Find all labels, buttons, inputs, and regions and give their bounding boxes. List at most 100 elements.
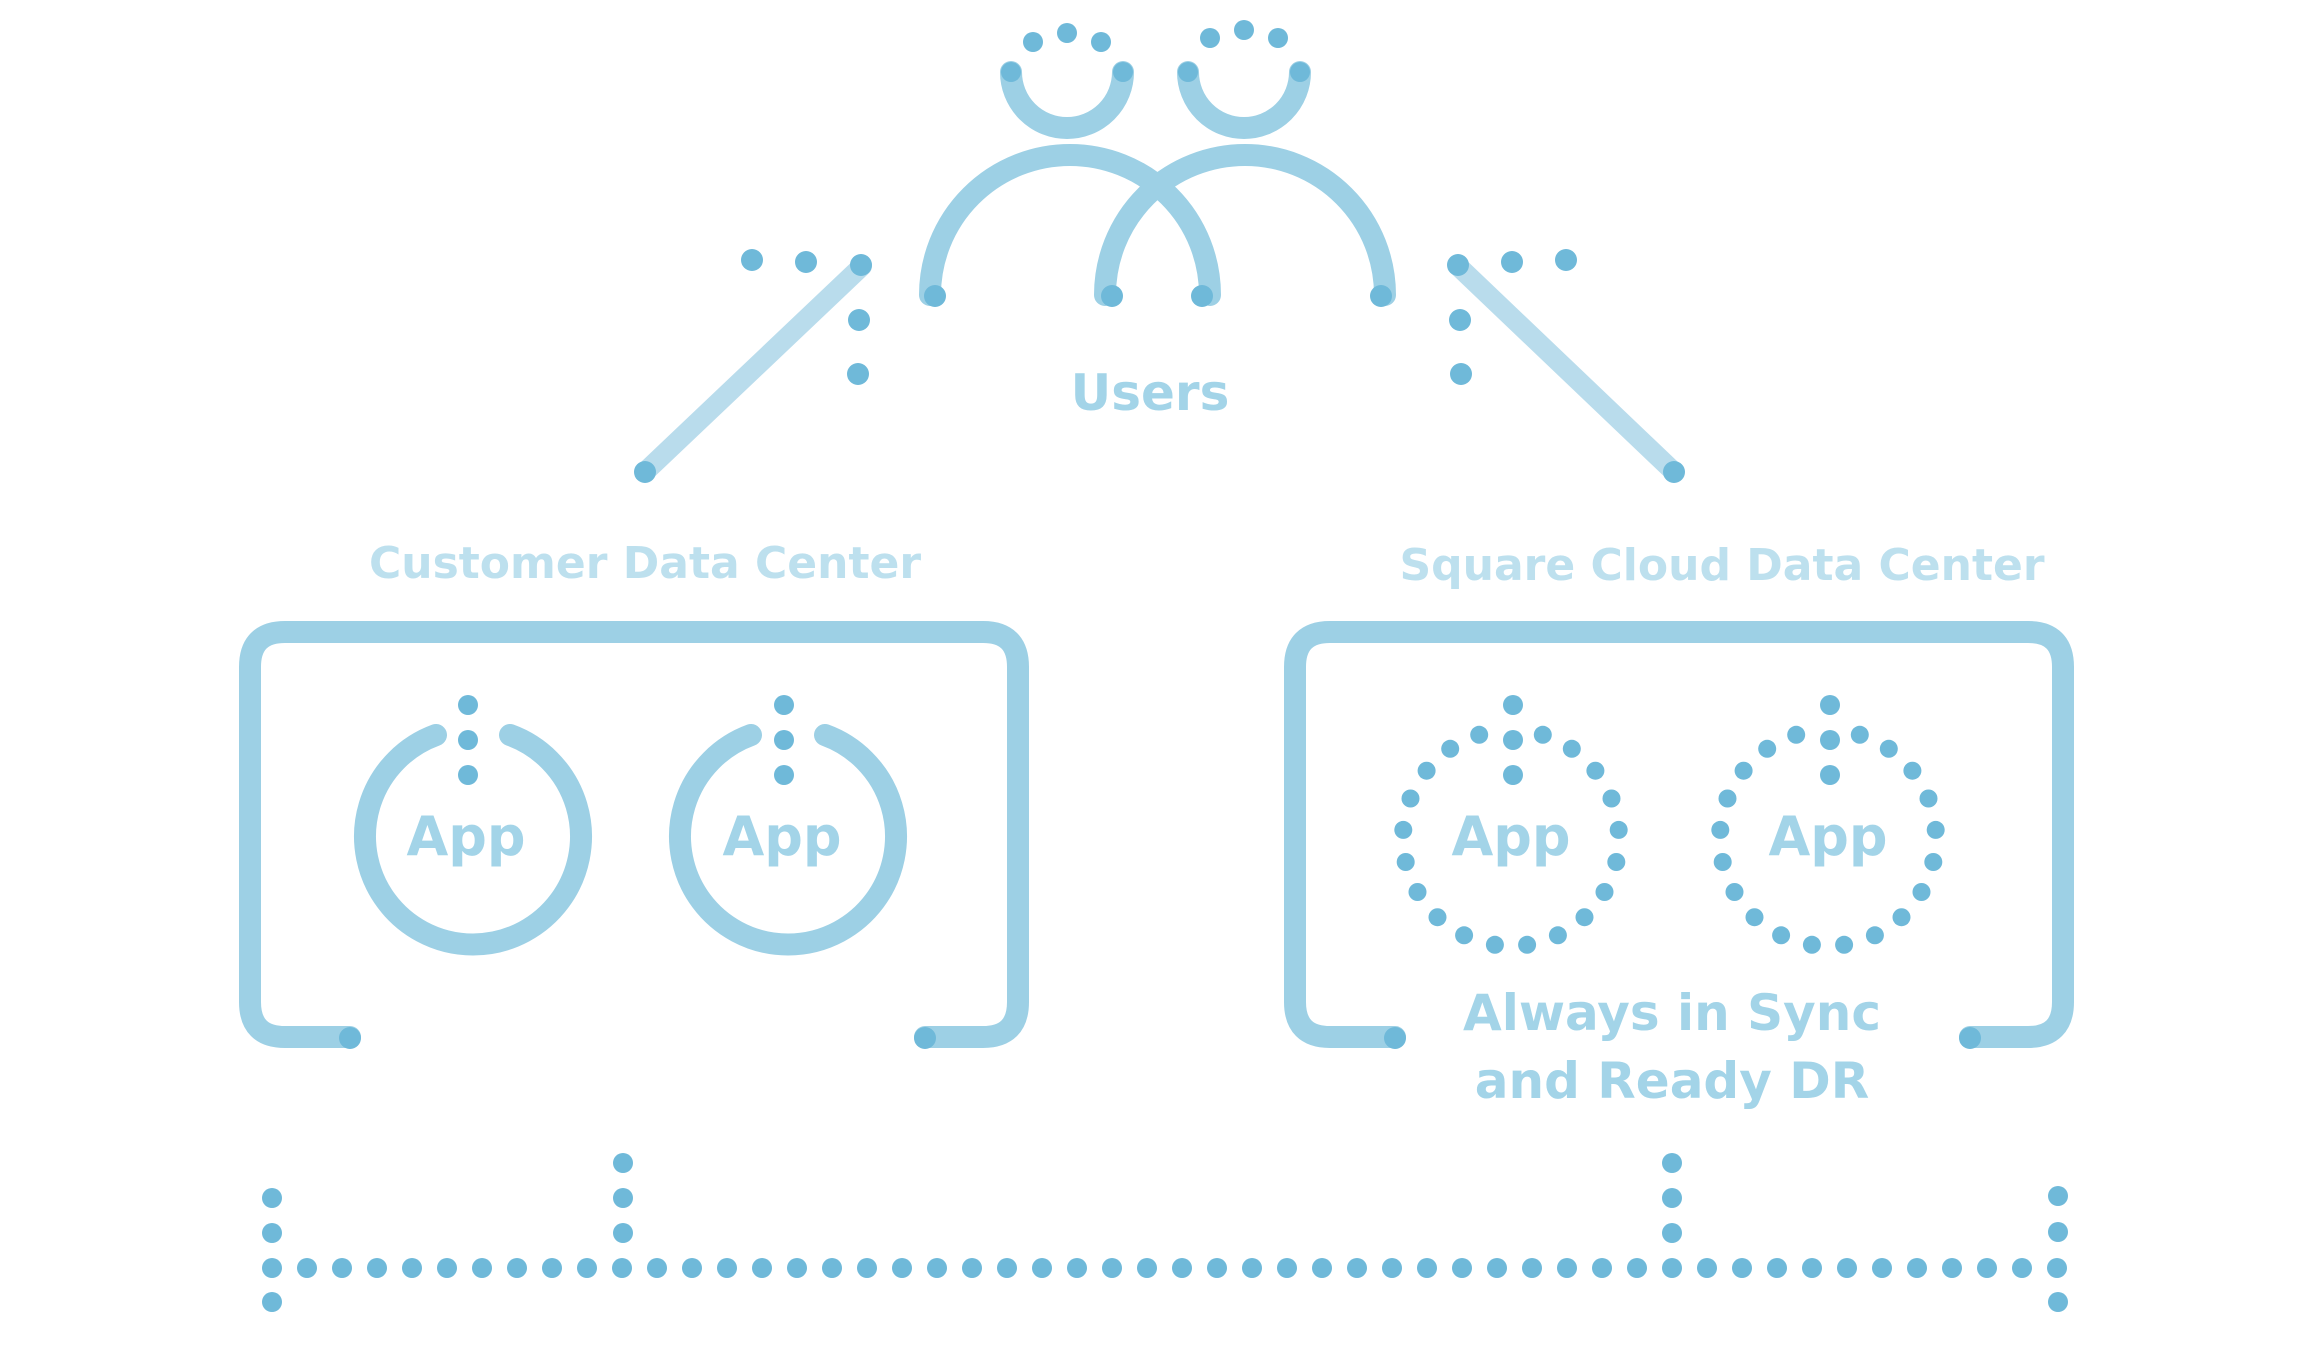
dot <box>822 1258 842 1278</box>
dot <box>1879 739 1898 758</box>
dot <box>437 1258 457 1278</box>
dot <box>1732 1258 1752 1278</box>
dotted-ring <box>1711 725 1945 954</box>
dot <box>1802 1258 1822 1278</box>
dot <box>262 1258 282 1278</box>
dot <box>1772 926 1791 945</box>
dot <box>612 1258 632 1278</box>
dot <box>1592 1258 1612 1278</box>
dot <box>1767 1258 1787 1278</box>
dot <box>1926 820 1945 839</box>
app-label: App <box>1768 805 1887 868</box>
dot <box>1441 739 1460 758</box>
dot <box>613 1153 633 1173</box>
dot <box>577 1258 597 1278</box>
dot <box>1725 883 1744 901</box>
dot <box>542 1258 562 1278</box>
dot <box>1401 789 1420 808</box>
dot <box>1428 908 1447 927</box>
dot <box>472 1258 492 1278</box>
dot <box>1758 739 1777 758</box>
dot <box>1586 761 1605 780</box>
dot <box>1892 908 1911 927</box>
dot <box>1417 761 1436 780</box>
dot <box>1627 1258 1647 1278</box>
dot <box>2012 1258 2032 1278</box>
dot <box>1787 725 1806 744</box>
dot <box>1394 820 1413 839</box>
dot <box>332 1258 352 1278</box>
app-node-power-icon: App <box>669 695 907 956</box>
dot <box>1865 926 1884 945</box>
dot <box>1595 883 1614 901</box>
dot <box>1903 761 1922 780</box>
dot <box>1452 1258 1472 1278</box>
dot <box>262 1188 282 1208</box>
dot <box>1067 1258 1087 1278</box>
dot <box>2047 1258 2067 1278</box>
app-label: App <box>1451 805 1570 868</box>
dot <box>857 1258 877 1278</box>
dot <box>1907 1258 1927 1278</box>
user-body-end-dots <box>924 285 1392 307</box>
sync-note-line-2: and Ready DR <box>1475 1052 1869 1110</box>
users-icon <box>919 20 1396 307</box>
dot <box>997 1258 1017 1278</box>
dot <box>717 1258 737 1278</box>
dot <box>1734 761 1753 780</box>
dot <box>262 1292 282 1312</box>
right-connector-arrow <box>1447 249 1685 483</box>
frame-end-dot <box>914 1027 936 1049</box>
dot <box>1662 1223 1682 1243</box>
dot <box>1102 1258 1122 1278</box>
users-label: Users <box>1071 364 1230 422</box>
dot <box>1277 1258 1297 1278</box>
dot <box>1347 1258 1367 1278</box>
dot <box>1137 1258 1157 1278</box>
dot <box>613 1188 633 1208</box>
frame-end-dot <box>1384 1027 1406 1049</box>
dot <box>1562 739 1581 758</box>
dot <box>1924 853 1943 871</box>
dot <box>1470 725 1489 744</box>
dot <box>1455 926 1474 945</box>
dot <box>1697 1258 1717 1278</box>
app-node-power-icon: App <box>354 695 592 956</box>
left-connector-arrow <box>634 249 872 483</box>
dot <box>1850 725 1869 744</box>
dot <box>1533 725 1552 744</box>
dot <box>682 1258 702 1278</box>
customer-data-center-frame <box>239 621 1029 1048</box>
frame-end-dot <box>339 1027 361 1049</box>
dotted-ring <box>1394 725 1628 954</box>
dot <box>1312 1258 1332 1278</box>
user-1-body <box>919 144 1221 306</box>
dot <box>1518 935 1537 954</box>
dot <box>1172 1258 1192 1278</box>
dot <box>1408 883 1427 901</box>
network-dotted-line <box>262 1153 2068 1312</box>
dot <box>647 1258 667 1278</box>
dot <box>892 1258 912 1278</box>
dot <box>2048 1186 2068 1206</box>
dot <box>613 1223 633 1243</box>
dot <box>1032 1258 1052 1278</box>
dot <box>1382 1258 1402 1278</box>
square-cloud-data-center-frame <box>1284 621 2074 1048</box>
dot <box>1711 820 1730 839</box>
user-2-head <box>1177 61 1311 139</box>
dot <box>1575 908 1594 927</box>
dot <box>1396 853 1415 871</box>
dot <box>1872 1258 1892 1278</box>
dot <box>1487 1258 1507 1278</box>
dot <box>1485 935 1504 954</box>
dot <box>1662 1258 1682 1278</box>
dot <box>2048 1222 2068 1242</box>
user-2-body <box>1094 144 1396 306</box>
dot <box>1919 789 1938 808</box>
dot <box>1662 1188 1682 1208</box>
dot <box>1242 1258 1262 1278</box>
sync-note-line-1: Always in Sync <box>1463 984 1881 1042</box>
square-cloud-data-center-title: Square Cloud Data Center <box>1399 540 2044 591</box>
